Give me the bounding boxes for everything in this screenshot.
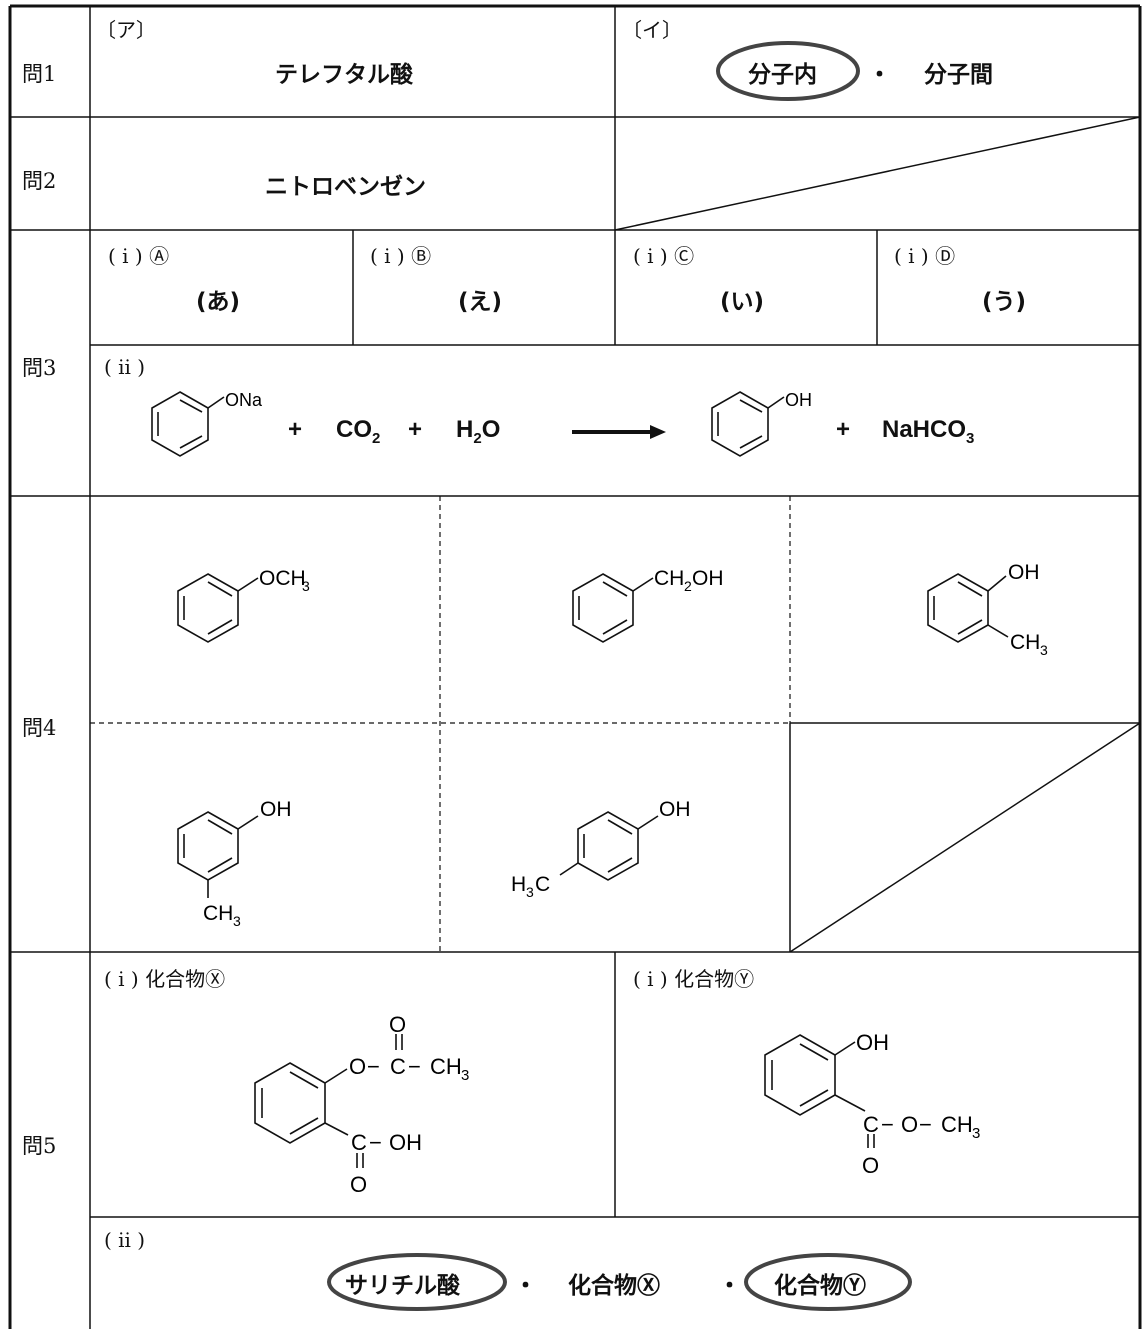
m-cresol-structure: OH CH 3 [177, 798, 292, 929]
reaction-arrow-icon [572, 425, 666, 439]
phenol-structure: OH [711, 390, 812, 457]
svg-text:3: 3 [972, 1125, 980, 1142]
svg-text:OH: OH [260, 798, 292, 821]
q3-i-cell-d-answer: (う) [982, 289, 1027, 315]
svg-text:C: C [863, 1112, 879, 1137]
svg-text:O: O [901, 1112, 918, 1137]
q1-selection-circle [716, 41, 860, 101]
svg-text:2: 2 [684, 578, 692, 594]
q1-i-tag: 〔イ〕 [622, 18, 682, 42]
onna-group: ONa [225, 390, 263, 410]
p-cresol-structure: OH H 3 C [511, 798, 691, 900]
water: H2O [456, 416, 501, 447]
q5-selection-circle-1 [327, 1253, 507, 1311]
svg-text:−: − [408, 1054, 421, 1079]
plus-sign-2: + [408, 416, 423, 443]
q3-i-cell-a-answer: (あ) [196, 289, 241, 315]
q5-ii-tag: ( ii ) [104, 1228, 146, 1252]
svg-text:O: O [349, 1054, 366, 1079]
q5-compound-x-tag: ( i ) 化合物Ⓧ [104, 967, 226, 991]
q1-a-answer: テレフタル酸 [275, 62, 413, 88]
question-5-label: 問5 [22, 1134, 57, 1158]
svg-text:−: − [881, 1112, 894, 1137]
plus-sign-3: + [836, 416, 851, 443]
sodium-bicarbonate: NaHCO3 [882, 416, 975, 447]
q5-selection-circle-2 [744, 1253, 912, 1311]
svg-text:OCH: OCH [259, 567, 306, 590]
svg-text:C: C [351, 1130, 367, 1155]
question-3-label: 問3 [22, 356, 57, 380]
hydroxyl-group: OH [785, 390, 812, 410]
svg-text:C: C [390, 1054, 406, 1079]
svg-text:3: 3 [302, 578, 310, 594]
svg-text:CH: CH [1010, 631, 1040, 654]
svg-text:O: O [350, 1172, 367, 1197]
q3-ii-tag: ( ii ) [104, 355, 146, 379]
svg-text:3: 3 [1040, 642, 1048, 658]
anisole-structure: OCH 3 [177, 567, 310, 643]
question-1-label: 問1 [22, 62, 57, 86]
svg-text:OH: OH [856, 1030, 889, 1055]
q5-option-salicylic-acid: サリチル酸 [345, 1273, 460, 1299]
svg-text:CH: CH [430, 1054, 462, 1079]
question-2-label: 問2 [22, 169, 57, 193]
svg-text:H: H [511, 873, 526, 896]
q1-i-separator: ・ [868, 62, 891, 88]
svg-text:CH: CH [654, 567, 684, 590]
svg-text:−: − [367, 1054, 380, 1079]
q3-i-cell-a-tag: ( i ) Ⓐ [108, 244, 170, 268]
svg-text:CH: CH [941, 1112, 973, 1137]
q3-i-cell-b-tag: ( i ) Ⓑ [370, 244, 432, 268]
svg-text:OH: OH [659, 798, 691, 821]
q5-compound-y-tag: ( i ) 化合物Ⓨ [633, 967, 755, 991]
q3-i-cell-c-answer: (い) [720, 289, 765, 315]
benzyl-alcohol-structure: CH 2 OH [572, 567, 724, 643]
q5-option-compound-x: 化合物Ⓧ [568, 1273, 660, 1299]
svg-text:−: − [919, 1112, 932, 1137]
q3-i-cell-d-tag: ( i ) Ⓓ [894, 244, 956, 268]
svg-text:OH: OH [692, 567, 724, 590]
q3-i-cell-b-answer: (え) [458, 289, 503, 315]
svg-text:3: 3 [461, 1067, 469, 1084]
q5-separator-2: ・ [718, 1273, 741, 1299]
compound-y-structure: OH C − O − CH 3 O [764, 1030, 980, 1178]
svg-text:OH: OH [389, 1130, 422, 1155]
question-4-label: 問4 [22, 716, 57, 740]
svg-text:C: C [535, 873, 550, 896]
svg-text:O: O [862, 1153, 879, 1178]
svg-text:3: 3 [233, 913, 241, 929]
svg-text:CH: CH [203, 902, 233, 925]
plus-sign-1: + [288, 416, 303, 443]
q3-i-cell-c-tag: ( i ) Ⓒ [633, 244, 695, 268]
svg-text:−: − [369, 1130, 382, 1155]
svg-text:O: O [389, 1012, 406, 1037]
q1-a-tag: 〔ア〕 [96, 18, 156, 42]
q5-separator-1: ・ [514, 1273, 537, 1299]
sodium-phenoxide-structure: ONa [151, 390, 263, 457]
q1-i-option-intramolecular: 分子内 [748, 62, 817, 88]
carbon-dioxide: CO2 [336, 416, 381, 447]
q5-option-compound-y: 化合物Ⓨ [774, 1273, 866, 1299]
o-cresol-structure: OH CH 3 [927, 561, 1048, 658]
q1-i-option-intermolecular: 分子間 [924, 62, 993, 88]
q2-answer: ニトロベンゼン [265, 174, 426, 200]
svg-text:3: 3 [526, 884, 534, 900]
svg-text:OH: OH [1008, 561, 1040, 584]
compound-x-structure: O O − C − CH 3 C − OH O [254, 1012, 469, 1197]
